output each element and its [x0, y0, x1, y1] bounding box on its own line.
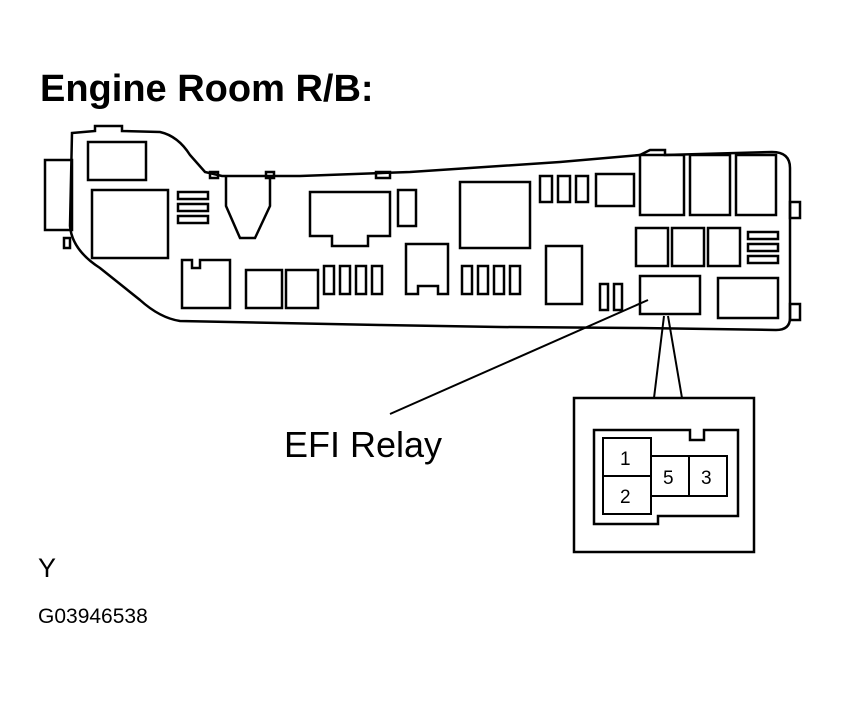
relay-lower	[244, 268, 284, 310]
fuse	[556, 174, 572, 204]
pin-label: 3	[701, 468, 712, 489]
relay-small-right	[594, 172, 636, 208]
relay-ur	[734, 153, 778, 217]
left-tab	[43, 158, 74, 232]
left-small-tab	[62, 236, 72, 250]
pin-label: 1	[620, 449, 631, 470]
efi-relay-label: EFI Relay	[284, 424, 443, 465]
diagram-title: Engine Room R/B:	[40, 68, 374, 110]
relay-small-center	[404, 242, 450, 296]
pin-label: 2	[620, 487, 631, 508]
relay-large-center	[458, 180, 532, 250]
fuse	[370, 264, 384, 296]
small-fuse	[176, 190, 210, 201]
fuse	[338, 264, 352, 296]
view-letter: Y	[38, 553, 57, 583]
relay-ur	[688, 153, 732, 217]
relay-lower-far-right	[716, 276, 780, 320]
fuse	[476, 264, 490, 296]
connector-outline	[592, 428, 740, 526]
efi-relay	[638, 274, 702, 316]
figure-code: G03946538	[38, 605, 148, 628]
relay-mr	[634, 226, 670, 268]
relay-center	[308, 190, 392, 248]
fuse	[492, 264, 506, 296]
relay-top-left	[86, 140, 148, 182]
zoom-line-left	[653, 315, 665, 399]
efi-leader-line	[389, 299, 649, 415]
fuse	[508, 264, 522, 296]
right-tab-lower	[788, 302, 802, 322]
fuse	[354, 264, 368, 296]
connector-frame	[572, 396, 756, 554]
fuse	[460, 264, 474, 296]
fuse	[612, 282, 624, 312]
pin-cavity	[688, 455, 728, 497]
fuse	[574, 174, 590, 204]
small-fuse	[746, 230, 780, 241]
small-fuse	[176, 202, 210, 213]
pin-label: 5	[663, 468, 674, 489]
right-tab-upper	[788, 200, 802, 220]
relay-lower	[284, 268, 320, 310]
notch	[224, 176, 272, 240]
small-clip	[208, 170, 220, 180]
relay-lower-left	[180, 258, 232, 310]
fuse	[538, 174, 554, 204]
relay-large-left	[90, 188, 170, 260]
relay-lower-right	[544, 244, 584, 306]
fuse	[322, 264, 336, 296]
fuse	[598, 282, 610, 312]
relay-mr	[706, 226, 742, 268]
small-fuse	[746, 242, 780, 253]
zoom-line-right	[667, 315, 683, 399]
small-fuse	[746, 254, 780, 265]
small-relay	[396, 188, 418, 228]
small-fuse	[176, 214, 210, 225]
relay-ur	[638, 153, 686, 217]
relay-mr	[670, 226, 706, 268]
small-clip	[374, 170, 392, 180]
